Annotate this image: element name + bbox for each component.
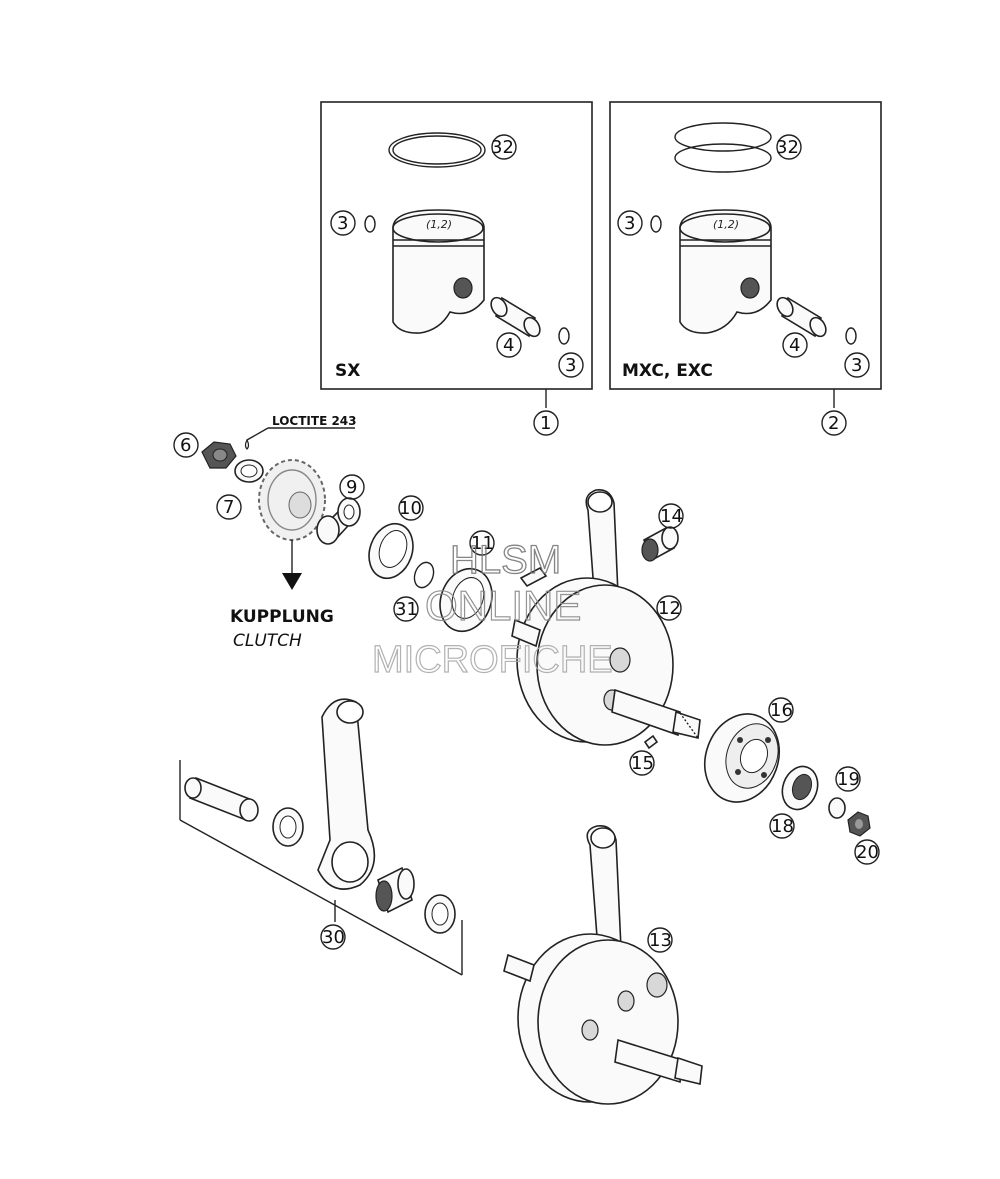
sx-piston-mark: (1,2) bbox=[426, 218, 452, 231]
callout-18: 18 bbox=[771, 816, 794, 837]
washer-7[interactable] bbox=[234, 459, 264, 483]
primary-gear[interactable] bbox=[258, 459, 326, 541]
callout-30: 30 bbox=[322, 927, 345, 948]
sx-piston-panel: (1,2) SX bbox=[320, 101, 593, 390]
sx-label: SX bbox=[335, 361, 360, 381]
spacer-9[interactable] bbox=[316, 497, 361, 545]
loctite-label: LOCTITE 243 bbox=[272, 414, 357, 428]
callout-4-sx: 4 bbox=[503, 335, 514, 356]
rod-kit-connecting-rod[interactable] bbox=[317, 698, 376, 890]
callout-11: 11 bbox=[471, 533, 494, 554]
callout-6: 6 bbox=[180, 435, 191, 456]
callout-3-sx-left: 3 bbox=[337, 213, 348, 234]
nut-20[interactable] bbox=[847, 811, 871, 837]
clutch-label: CLUTCH bbox=[233, 631, 302, 651]
mxc-piston[interactable]: (1,2) bbox=[679, 209, 772, 334]
rod-kit-needle-bearing[interactable] bbox=[375, 866, 415, 914]
woodruff-key[interactable] bbox=[519, 566, 548, 588]
watermark-line-2: ONLINE bbox=[425, 582, 581, 629]
key-15[interactable] bbox=[643, 734, 659, 750]
callout-10: 10 bbox=[399, 498, 422, 519]
sx-piston-ring[interactable] bbox=[388, 132, 486, 168]
sx-circlip-left[interactable] bbox=[364, 215, 376, 233]
callout-7: 7 bbox=[223, 497, 234, 518]
mxc-exc-piston-panel: (1,2) MXC, EXC bbox=[609, 101, 882, 390]
callout-13: 13 bbox=[649, 930, 672, 951]
callout-16: 16 bbox=[770, 700, 793, 721]
seal-18[interactable] bbox=[777, 762, 824, 815]
seal-10[interactable] bbox=[362, 518, 421, 585]
rod-kit-wrist-pin[interactable] bbox=[184, 776, 259, 822]
nut-6[interactable] bbox=[201, 441, 237, 469]
mxc-piston-ring-upper[interactable] bbox=[674, 122, 772, 152]
seal-11[interactable] bbox=[432, 561, 501, 638]
rod-kit-thrust-washer-right[interactable] bbox=[424, 894, 456, 934]
bearing-16[interactable] bbox=[693, 703, 791, 812]
sx-wrist-pin[interactable] bbox=[488, 295, 543, 339]
callout-19: 19 bbox=[837, 769, 860, 790]
o-ring-31[interactable] bbox=[411, 560, 437, 591]
callout-31: 31 bbox=[395, 599, 418, 620]
sx-piston[interactable]: (1,2) bbox=[392, 209, 485, 334]
kupplung-label: KUPPLUNG bbox=[230, 607, 334, 627]
mxc-piston-ring-lower[interactable] bbox=[674, 143, 772, 173]
mxc-piston-mark: (1,2) bbox=[713, 218, 739, 231]
mxc-circlip-left[interactable] bbox=[650, 215, 662, 233]
callout-bubbles: 32 32 3 3 4 4 3 3 1 2 6 7 9 10 11 31 14 … bbox=[173, 134, 880, 953]
callout-3-sx-right: 3 bbox=[565, 355, 576, 376]
mxc-circlip-right[interactable] bbox=[845, 327, 857, 345]
callout-14: 14 bbox=[660, 506, 683, 527]
sx-circlip-right[interactable] bbox=[558, 327, 570, 345]
callout-32-sx: 32 bbox=[491, 137, 514, 158]
callout-1: 1 bbox=[540, 413, 551, 434]
connecting-rod-kit-30 bbox=[179, 698, 463, 976]
needle-bearing-14[interactable] bbox=[641, 526, 679, 562]
crankshaft-13[interactable] bbox=[503, 824, 703, 1105]
mxc-wrist-pin[interactable] bbox=[774, 295, 829, 339]
rod-kit-thrust-washer-left[interactable] bbox=[272, 807, 304, 847]
callout-15: 15 bbox=[631, 753, 654, 774]
callout-12: 12 bbox=[658, 598, 681, 619]
callout-32-mxc: 32 bbox=[776, 137, 799, 158]
crankshaft-12[interactable] bbox=[511, 488, 701, 746]
loctite-drop bbox=[244, 438, 250, 450]
callout-2: 2 bbox=[828, 413, 839, 434]
watermark-line-1: HLSM bbox=[450, 538, 561, 582]
callout-3-mxc-right: 3 bbox=[851, 355, 862, 376]
watermark: HLSM ONLINE MICROFICHE bbox=[371, 537, 613, 681]
watermark-line-3: MICROFICHE bbox=[372, 639, 613, 681]
washer-19[interactable] bbox=[828, 797, 846, 819]
arrow-down-icon bbox=[282, 573, 302, 590]
mxc-exc-label: MXC, EXC bbox=[622, 361, 713, 381]
callout-20: 20 bbox=[856, 842, 879, 863]
callout-4-mxc: 4 bbox=[789, 335, 800, 356]
callout-3-mxc-left: 3 bbox=[624, 213, 635, 234]
callout-9: 9 bbox=[346, 477, 357, 498]
